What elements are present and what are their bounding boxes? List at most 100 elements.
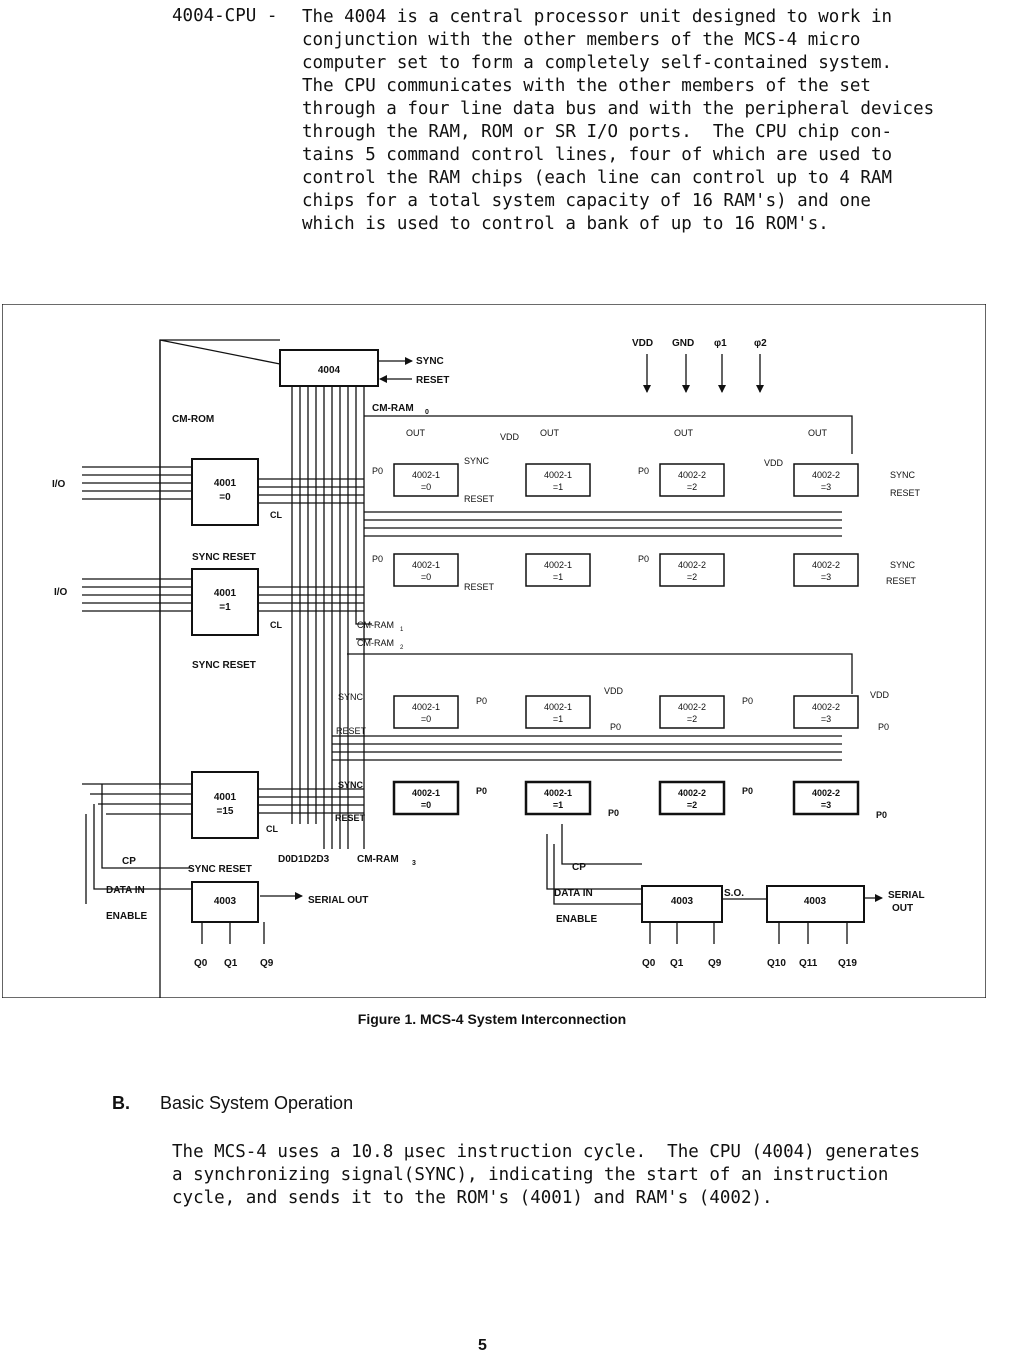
enable-label: ENABLE <box>106 911 147 922</box>
intro-paragraph: The 4004 is a central processor unit des… <box>302 6 1008 236</box>
power-phi1-label: φ1 <box>714 338 727 349</box>
reset-label: RESET <box>336 726 367 736</box>
cm-ram2-label: CM-RAM <box>357 638 394 648</box>
ram-chip-index: =3 <box>821 800 831 810</box>
intro-line: tains 5 command control lines, four of w… <box>302 145 893 165</box>
ram-chip-index: =2 <box>687 800 697 810</box>
q-label: Q10 <box>767 958 786 969</box>
q-label: Q0 <box>194 958 208 969</box>
figure-caption: Figure 1. MCS-4 System Interconnection <box>357 1011 627 1027</box>
serial-out-label: SERIAL OUT <box>308 895 368 906</box>
data-bus-label: D0D1D2D3 <box>278 854 330 865</box>
q-label: Q0 <box>642 958 656 969</box>
cm-ram1-label: CM-RAM <box>357 620 394 630</box>
ram-chip-label: 4002-2 <box>678 788 706 798</box>
out-label: OUT <box>540 428 560 438</box>
io-label: I/O <box>52 479 66 490</box>
cm-ram0-label: CM-RAM <box>372 403 414 414</box>
ram-chip-label: 4002-1 <box>544 560 572 570</box>
ram-chip-index: =1 <box>553 714 563 724</box>
sync-label: SYNC <box>338 780 364 790</box>
out-label: OUT <box>406 428 426 438</box>
q-label: Q1 <box>670 958 684 969</box>
ram-chip-index: =1 <box>553 482 563 492</box>
ram-chip-label: 4002-2 <box>812 702 840 712</box>
ram-chip-index: =3 <box>821 482 831 492</box>
reset-label: RESET <box>416 375 449 386</box>
intro-line: through the RAM, ROM or SR I/O ports. Th… <box>302 122 893 142</box>
enable-label: ENABLE <box>556 914 597 925</box>
sync-label: SYNC <box>416 356 444 367</box>
ram-chip-label: 4002-1 <box>412 470 440 480</box>
page-number: 5 <box>478 1337 487 1354</box>
reset-label: RESET <box>464 494 495 504</box>
vdd-label: VDD <box>604 686 624 696</box>
sr-left-label: 4003 <box>214 896 237 907</box>
q-label: Q9 <box>708 958 722 969</box>
cm-rom-label: CM-ROM <box>172 414 214 425</box>
ram-chip-index: =0 <box>421 714 431 724</box>
cm-ram1-sub: 1 <box>400 627 404 633</box>
sync-label: SYNC <box>338 692 364 702</box>
p0-label: P0 <box>638 554 649 564</box>
cm-ram2-sub: 2 <box>400 645 404 651</box>
vdd-label: VDD <box>500 432 520 442</box>
ram-chip-label: 4002-2 <box>812 470 840 480</box>
ram-chip-index: =2 <box>687 482 697 492</box>
ram-chip-label: 4002-2 <box>678 470 706 480</box>
ram-chip-index: =2 <box>687 572 697 582</box>
reset-label: RESET <box>886 576 917 586</box>
intro-line: The 4004 is a central processor unit des… <box>302 7 893 27</box>
rom0-index: =0 <box>219 492 231 503</box>
ram-chip-label: 4002-1 <box>544 470 572 480</box>
rom0-chip: 4001 <box>214 478 237 489</box>
q-label: Q1 <box>224 958 238 969</box>
rom15-chip: 4001 <box>214 792 237 803</box>
cm-ram3-sub: 3 <box>412 860 416 867</box>
intro-line: which is used to control a bank of up to… <box>302 214 829 234</box>
p0-label: P0 <box>372 466 383 476</box>
cp-label: CP <box>122 856 136 867</box>
ram-chip-label: 4002-2 <box>812 560 840 570</box>
q-label: Q19 <box>838 958 857 969</box>
intro-line: through a four line data bus and with th… <box>302 99 935 119</box>
section-line: The MCS-4 uses a 10.8 µsec instruction c… <box>172 1142 921 1162</box>
ram-chip-index: =1 <box>553 572 563 582</box>
so-label: S.O. <box>724 888 744 899</box>
ram-chip-label: 4002-1 <box>412 702 440 712</box>
section-paragraph: The MCS-4 uses a 10.8 µsec instruction c… <box>172 1141 920 1210</box>
p0-label: P0 <box>610 722 621 732</box>
p0-label: P0 <box>608 808 619 818</box>
io-label: I/O <box>54 587 68 598</box>
sync-label: SYNC <box>890 560 916 570</box>
rom15-index: =15 <box>217 806 234 817</box>
data-in-label: DATA IN <box>106 885 145 896</box>
cpu-label: 4004 <box>318 365 341 376</box>
sr-mid-label: 4003 <box>671 896 694 907</box>
p0-label: P0 <box>372 554 383 564</box>
intro-line: control the RAM chips (each line can con… <box>302 168 893 188</box>
p0-label: P0 <box>638 466 649 476</box>
cl-label: CL <box>270 510 282 520</box>
ram-chip-label: 4002-1 <box>412 560 440 570</box>
ram-chip-label: 4002-2 <box>678 702 706 712</box>
sync-reset-label: SYNC RESET <box>188 864 252 875</box>
reset-label: RESET <box>335 813 366 823</box>
section-line: cycle, and sends it to the ROM's (4001) … <box>172 1188 773 1208</box>
power-phi2-label: φ2 <box>754 338 767 349</box>
ram-chip-label: 4002-1 <box>544 702 572 712</box>
cm-ram3-label: CM-RAM <box>357 854 399 865</box>
sync-reset-label: SYNC RESET <box>192 552 256 563</box>
ram-chip-index: =3 <box>821 714 831 724</box>
p0-label: P0 <box>742 696 753 706</box>
rom1-index: =1 <box>219 602 231 613</box>
intro-line: conjunction with the other members of th… <box>302 30 861 50</box>
data-in-label: DATA IN <box>554 888 593 899</box>
sr-right-label: 4003 <box>804 896 827 907</box>
p0-label: P0 <box>476 786 487 796</box>
p0-label: P0 <box>742 786 753 796</box>
sync-label: SYNC <box>890 470 916 480</box>
rom1-chip: 4001 <box>214 588 237 599</box>
out-label: OUT <box>808 428 828 438</box>
q-label: Q11 <box>799 958 818 969</box>
